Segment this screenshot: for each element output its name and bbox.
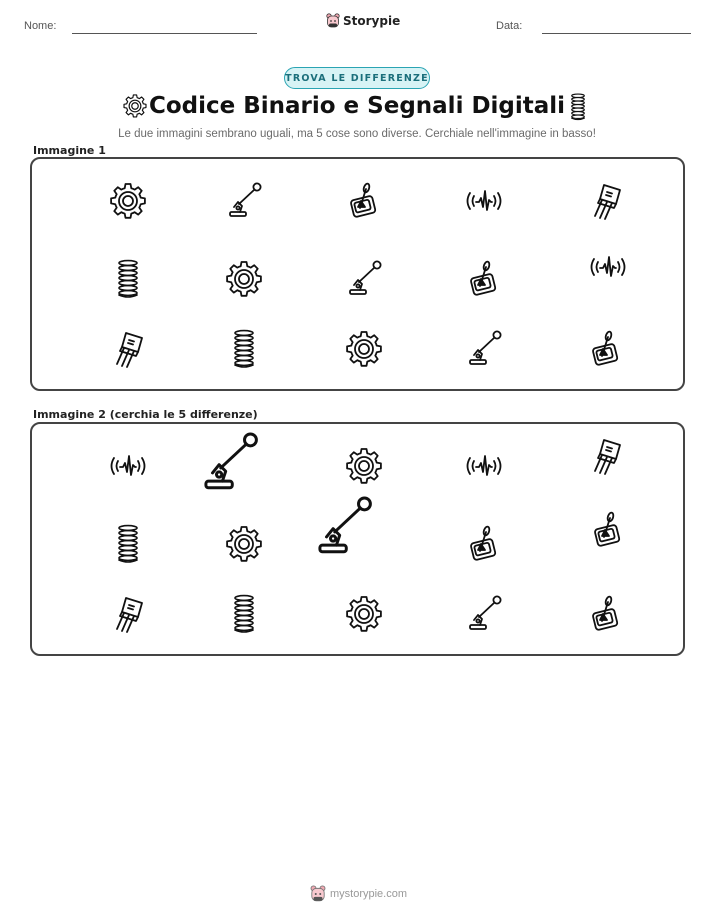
brand-logo: Storypie — [326, 13, 400, 29]
spring-icon — [569, 93, 587, 125]
panel2-label: Immagine 2 (cerchia le 5 differenze) — [33, 408, 258, 421]
signal-wave-icon[interactable] — [108, 446, 148, 486]
joystick-icon[interactable] — [464, 524, 504, 564]
transistor-icon — [108, 329, 148, 369]
spring-icon[interactable] — [232, 594, 256, 634]
lever-icon — [464, 329, 504, 369]
signal-wave-icon — [588, 247, 628, 287]
gear-icon[interactable] — [224, 524, 264, 564]
joystick-icon — [586, 329, 626, 369]
instructions-text: Le due immagini sembrano uguali, ma 5 co… — [118, 128, 596, 140]
lever-icon — [344, 259, 384, 299]
name-label: Nome: — [24, 20, 57, 32]
joystick-icon[interactable] — [586, 594, 626, 634]
brand-name: Storypie — [343, 14, 401, 28]
date-field[interactable] — [542, 33, 691, 34]
gear-icon — [108, 181, 148, 221]
storypie-mascot-icon — [310, 885, 326, 902]
date-label: Data: — [496, 20, 523, 32]
lever-icon[interactable] — [310, 494, 376, 560]
signal-wave-icon — [464, 181, 504, 221]
name-field[interactable] — [72, 33, 257, 34]
gear-icon — [224, 259, 264, 299]
page-title: Codice Binario e Segnali Digitali — [148, 93, 566, 119]
image2-panel[interactable] — [30, 422, 685, 656]
signal-wave-icon[interactable] — [464, 446, 504, 486]
spring-icon[interactable] — [116, 524, 140, 564]
panel1-label: Immagine 1 — [33, 144, 106, 157]
lever-icon[interactable] — [464, 594, 504, 634]
image1-panel — [30, 157, 685, 391]
transistor-icon — [586, 181, 626, 221]
gear-icon[interactable] — [344, 446, 384, 486]
footer-site: mystorypie.com — [330, 888, 408, 900]
footer: mystorypie.com — [310, 885, 407, 903]
spring-icon — [116, 259, 140, 299]
storypie-mascot-icon — [326, 13, 340, 28]
joystick-icon — [344, 181, 384, 221]
lever-icon[interactable] — [196, 430, 262, 496]
gear-icon — [344, 329, 384, 369]
joystick-icon — [464, 259, 504, 299]
spring-icon — [232, 329, 256, 369]
transistor-icon[interactable] — [108, 594, 148, 634]
joystick-icon[interactable] — [588, 510, 628, 550]
transistor-icon[interactable] — [586, 436, 626, 476]
lever-icon — [224, 181, 264, 221]
worksheet-type-badge: TROVA LE DIFFERENZE — [284, 67, 430, 89]
gear-icon[interactable] — [344, 594, 384, 634]
